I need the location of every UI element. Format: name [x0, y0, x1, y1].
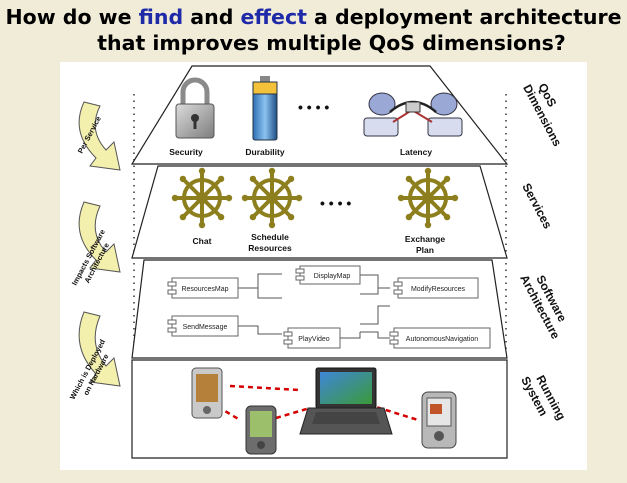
side-label-qos: QoS Dimensions — [520, 81, 564, 149]
padlock-icon — [175, 77, 215, 139]
component-autonomousnavigation: AutonomousNavigation — [389, 327, 491, 349]
arrow-impacts-software: Impacts Software Architecture — [70, 201, 121, 287]
title-text: How do we — [5, 5, 139, 29]
ships-wheel-icon — [171, 167, 233, 229]
title-text: and — [183, 5, 241, 29]
software-layer: ResourcesMap DisplayMap ModifyResources … — [131, 259, 508, 359]
component-sendmessage: SendMessage — [167, 315, 239, 337]
ships-wheel-icon — [397, 167, 459, 229]
services-ellipsis: • • • • — [320, 195, 351, 211]
laptop-icon — [299, 367, 393, 435]
service-label-resources: Resources — [248, 243, 292, 253]
service-label-plan: Plan — [416, 245, 434, 255]
services-layer: • • • • Chat Schedule Resources Exchange… — [131, 165, 508, 259]
pda-icon — [191, 367, 223, 419]
qos-ellipsis: • • • • — [298, 99, 329, 115]
component-displaymap: DisplayMap — [295, 265, 361, 285]
battery-icon — [252, 76, 278, 141]
side-label-text: Services — [519, 181, 555, 231]
component-label: ResourcesMap — [181, 286, 228, 293]
side-label-services: Services — [519, 181, 555, 231]
qos-layer: • • • • Security Durability Latency — [130, 65, 509, 165]
component-label: PlayVideo — [298, 336, 330, 343]
component-label: ModifyResources — [411, 286, 466, 293]
service-label-exchange: Exchange — [405, 234, 445, 244]
component-label: AutonomousNavigation — [406, 336, 478, 343]
title-line-2: that improves multiple QoS dimensions? — [97, 31, 566, 55]
qos-label-security: Security — [169, 147, 203, 157]
component-resourcesmap: ResourcesMap — [167, 277, 239, 299]
layered-architecture-diagram: • • • • Security Durability Latency • • … — [68, 65, 570, 459]
service-label-chat: Chat — [193, 236, 212, 246]
handheld-icon — [245, 405, 277, 455]
qos-label-durability: Durability — [245, 147, 284, 157]
component-modifyresources: ModifyResources — [393, 277, 479, 299]
title-line-1: How do we find and effect a deployment a… — [0, 4, 627, 30]
component-playvideo: PlayVideo — [283, 327, 341, 349]
ipaq-icon — [421, 391, 457, 449]
diagram-panel: • • • • Security Durability Latency • • … — [60, 62, 587, 470]
running-layer — [131, 359, 508, 459]
component-label: SendMessage — [183, 324, 228, 331]
service-label-schedule: Schedule — [251, 232, 289, 242]
arrow-per-service: Per Service — [76, 101, 121, 171]
network-cable-icon — [363, 92, 463, 137]
title-text: a deployment architecture — [306, 5, 622, 29]
title-effect: effect — [240, 5, 307, 29]
qos-label-latency: Latency — [400, 147, 432, 157]
component-label: DisplayMap — [314, 273, 351, 280]
slide-title: How do we find and effect a deployment a… — [0, 4, 627, 56]
side-label-running: Running System — [518, 373, 568, 423]
ships-wheel-icon — [241, 167, 303, 229]
side-label-software: Software Architecture — [517, 272, 569, 341]
title-find: find — [138, 5, 184, 29]
arrow-deployed-on-hardware: Which is Deployed on Hardware — [68, 311, 121, 401]
